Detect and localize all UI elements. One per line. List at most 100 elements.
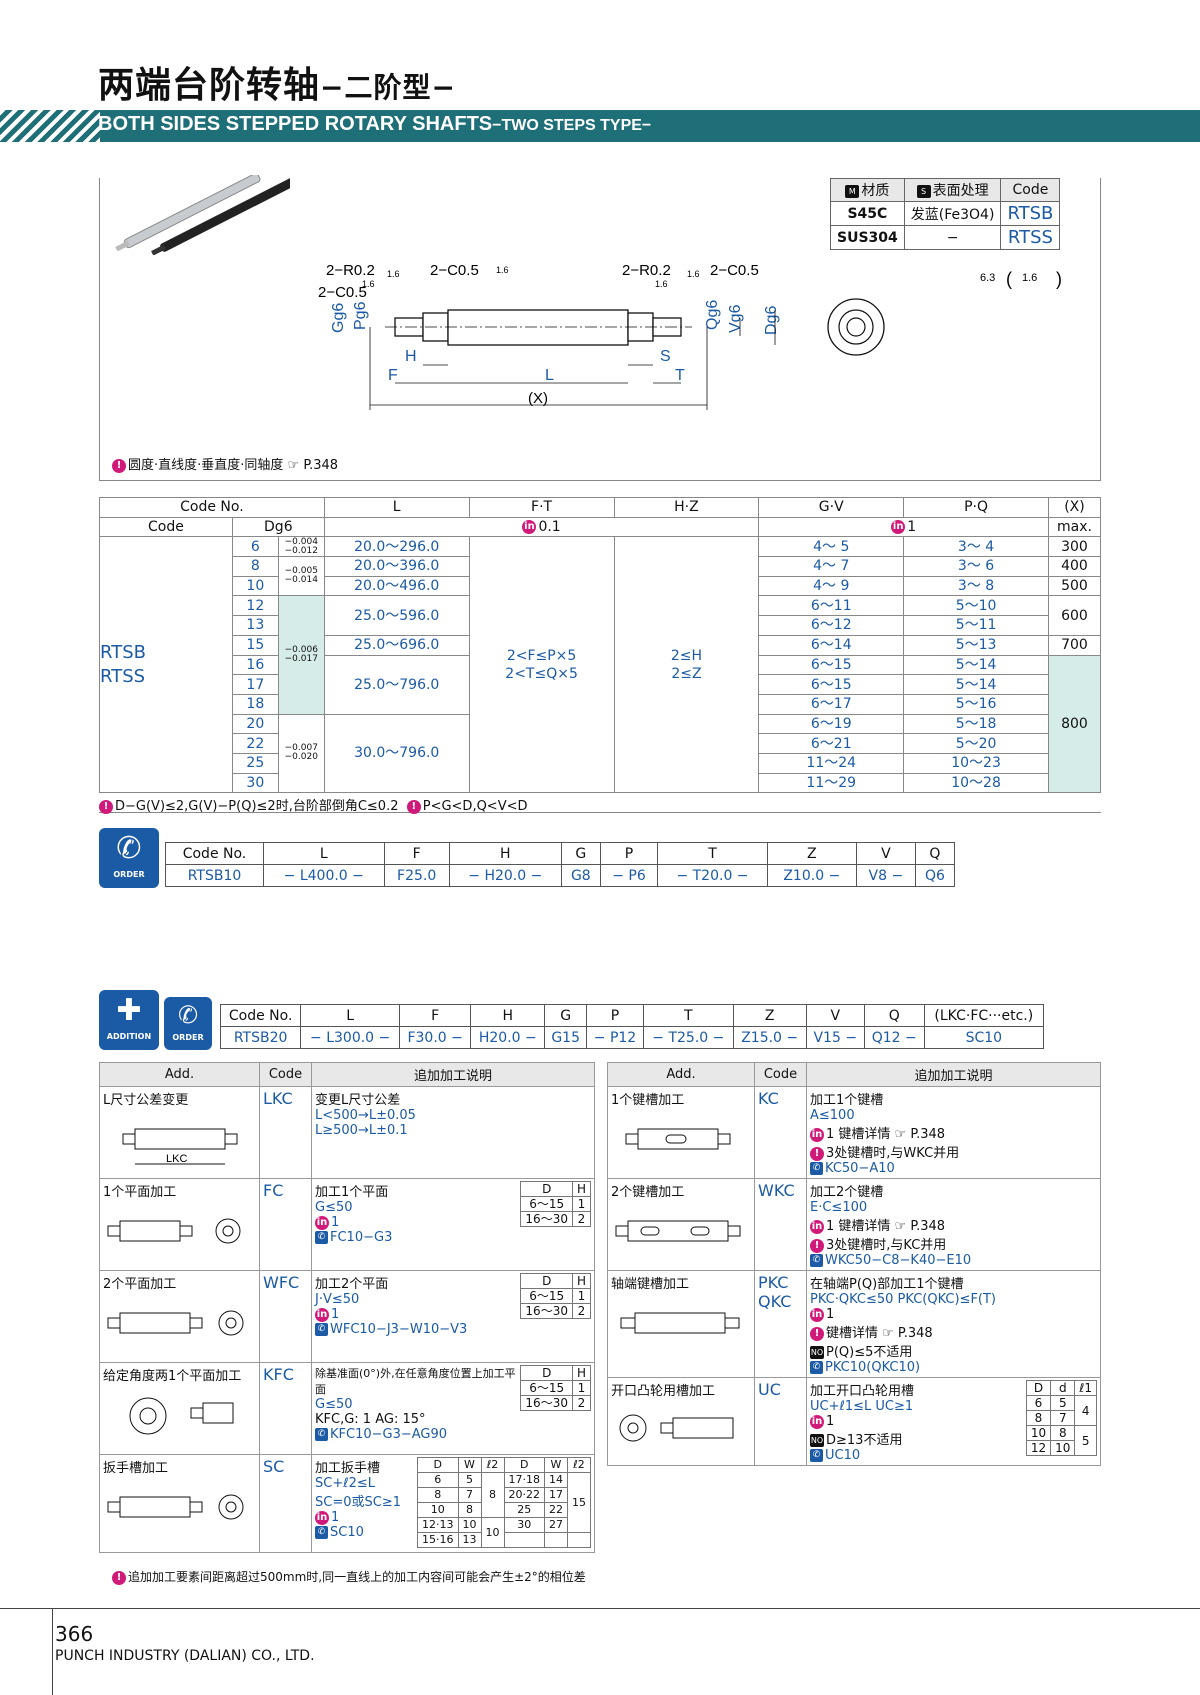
- col-head: H·Z: [613, 497, 760, 518]
- gv-cell: 6～12: [758, 615, 905, 636]
- add-code: KFC: [259, 1362, 312, 1455]
- mat-cell: S45C: [830, 201, 905, 226]
- title-stripes: [0, 110, 100, 142]
- gv-cell: 6～14: [758, 634, 905, 656]
- order-head: Q: [914, 842, 956, 865]
- roughness-symbol: 1.6: [687, 269, 700, 279]
- x-cell: 400: [1047, 556, 1102, 577]
- pq-cell: 10～23: [903, 752, 1049, 774]
- add-code: WFC: [259, 1270, 312, 1363]
- d-cell: 30: [231, 772, 279, 794]
- pq-cell: 10～28: [903, 772, 1049, 794]
- add-code: SC: [259, 1454, 312, 1553]
- add-name: 扳手槽加工: [99, 1454, 260, 1553]
- add-name: 给定角度两1个平面加工: [99, 1362, 260, 1455]
- mini-cell: 7: [1050, 1410, 1076, 1426]
- page-number: 366: [55, 1622, 94, 1646]
- d-cell: 16: [231, 654, 279, 676]
- pq-cell: 5～10: [903, 595, 1049, 617]
- gv-cell: 6～21: [758, 733, 905, 754]
- code-head: Code: [1000, 178, 1061, 202]
- order-head: H: [448, 842, 562, 865]
- order-head: (LKC·FC···etc.): [923, 1004, 1045, 1027]
- mini-cell: 4: [1074, 1395, 1097, 1426]
- col-head: Dg6: [231, 516, 325, 538]
- pq-cell: 5～11: [903, 615, 1049, 636]
- mini-cell: 15: [567, 1472, 591, 1533]
- mini-cell: D: [520, 1181, 573, 1197]
- order-head: P: [599, 842, 659, 865]
- uc-diagram: [619, 1414, 734, 1442]
- mini-cell: H: [571, 1365, 592, 1381]
- dim-c3: 2−C0.5: [710, 262, 759, 279]
- page-title-en: BOTH SIDES STEPPED ROTARY SHAFTS−TWO STE…: [98, 113, 652, 135]
- mini-cell: 8: [417, 1487, 459, 1503]
- mini-cell: 8: [457, 1502, 482, 1518]
- col-head: G·V: [758, 497, 905, 518]
- mini-cell: 5: [1050, 1395, 1076, 1411]
- d-cell: 8: [231, 556, 279, 577]
- tol-cell: −0.004−0.012: [277, 536, 325, 558]
- dim-l: L: [545, 367, 554, 384]
- order-value: SC10: [923, 1026, 1045, 1049]
- order-head: Z: [766, 842, 857, 865]
- gv-cell: 6～15: [758, 654, 905, 676]
- dim-c1: 2−C0.5: [430, 262, 479, 279]
- spec-table: Code No. L F·T H·Z G·V P·Q (X) Code Dg6 …: [99, 497, 1102, 794]
- mini-cell: 17·18: [503, 1472, 545, 1488]
- pq-cell: 3～ 4: [903, 536, 1049, 558]
- drawing-note: !圆度·直线度·垂直度·同轴度 ☞ P.348: [112, 454, 338, 473]
- mini-cell: D: [417, 1457, 459, 1473]
- mini-cell: 2: [571, 1395, 592, 1411]
- mini-cell: ℓ2: [480, 1457, 505, 1473]
- mini-cell: 10: [417, 1502, 459, 1518]
- pq-cell: 5～18: [903, 713, 1049, 735]
- mat-cell: SUS304: [830, 225, 905, 250]
- mini-cell: 2: [571, 1211, 592, 1227]
- mini-cell: 16～30: [520, 1395, 573, 1411]
- col-head: max.: [1047, 516, 1102, 538]
- gv-cell: 6～15: [758, 674, 905, 695]
- order-head: P: [586, 1004, 644, 1027]
- pq-cell: 5～14: [903, 674, 1049, 695]
- pq-cell: 5～13: [903, 634, 1049, 656]
- wfc-diagram: [107, 1310, 244, 1336]
- gv-cell: 4～ 7: [758, 556, 905, 577]
- mini-cell: 1: [571, 1288, 592, 1304]
- roughness-symbol: 1.6: [362, 279, 375, 289]
- col-head: P·Q: [903, 497, 1049, 518]
- d-cell: 6: [231, 536, 279, 558]
- mini-cell: 20·22: [503, 1487, 545, 1503]
- mini-cell: 8: [1050, 1425, 1076, 1441]
- mini-cell: D: [503, 1457, 545, 1473]
- pq-cell: 5～20: [903, 733, 1049, 754]
- l-cell: 20.0～296.0: [323, 536, 470, 558]
- mini-cell: 10: [480, 1517, 505, 1548]
- company-name: PUNCH INDUSTRY (DALIAN) CO., LTD.: [55, 1648, 315, 1664]
- col-head: (X): [1047, 497, 1102, 518]
- order-head: V: [805, 1004, 865, 1027]
- d-cell: 17: [231, 674, 279, 695]
- add-head: 追加加工说明: [311, 1062, 595, 1087]
- d-cell: 15: [231, 634, 279, 656]
- dim-g: Gg6: [330, 303, 347, 333]
- mini-cell: 22: [544, 1502, 568, 1518]
- svg-text:(: (: [1006, 269, 1012, 289]
- mini-cell: ℓ2: [567, 1457, 591, 1473]
- gv-cell: 6～17: [758, 693, 905, 715]
- col-head: Code No.: [99, 497, 325, 518]
- title-band: [0, 110, 1200, 142]
- roughness-symbol: 1.6: [1022, 272, 1037, 284]
- dim-c2: 2−C0.5: [318, 284, 367, 301]
- svg-text:): ): [1056, 269, 1062, 289]
- surf-cell: 发蓝(Fe3O4): [903, 201, 1002, 226]
- order-value: − L300.0 −: [300, 1026, 401, 1049]
